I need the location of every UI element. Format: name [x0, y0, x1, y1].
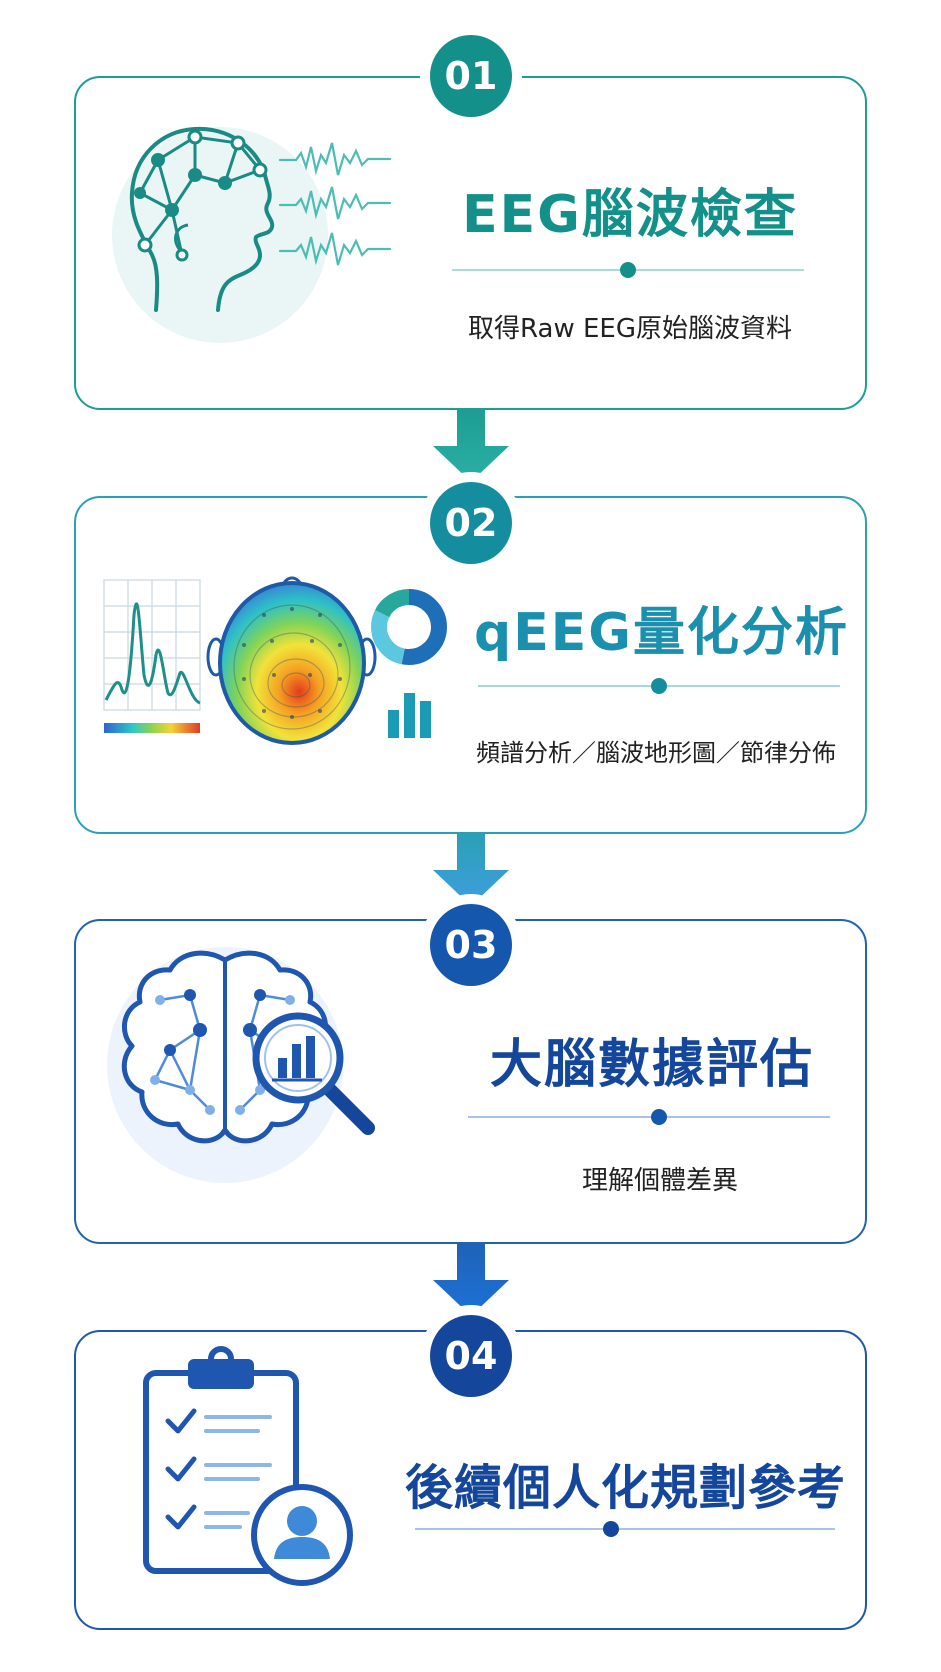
step-number-badge-1: 01 — [430, 35, 512, 117]
step-number-badge-3: 03 — [430, 904, 512, 986]
step-number-badge-4: 04 — [430, 1315, 512, 1397]
divider-dot — [651, 1109, 667, 1125]
arrow-down-icon — [433, 1244, 509, 1316]
step-divider-1 — [452, 262, 804, 278]
step-divider-3 — [468, 1109, 830, 1125]
step-title-3: 大腦數據評估 — [489, 1035, 814, 1095]
step-title-2: qEEG量化分析 — [474, 603, 849, 663]
brain-map-icon — [103, 576, 447, 745]
brain-analysis-icon — [107, 947, 375, 1183]
step-title-1: EEG腦波檢查 — [462, 185, 798, 245]
step-subtitle-3: 理解個體差異 — [581, 1166, 738, 1196]
divider-dot — [620, 262, 636, 278]
divider-dot — [603, 1521, 619, 1537]
arrow-down-icon — [433, 834, 509, 906]
step-subtitle-2: 頻譜分析／腦波地形圖／節律分佈 — [476, 739, 836, 767]
step-divider-2 — [478, 678, 840, 694]
step-number-badge-2: 02 — [430, 482, 512, 564]
arrow-down-icon — [433, 410, 509, 482]
step-title-4: 後續個人化規劃參考 — [405, 1460, 847, 1516]
step-subtitle-1: 取得Raw EEG原始腦波資料 — [468, 314, 792, 344]
clipboard-plan-icon — [143, 1346, 353, 1586]
divider-dot — [651, 678, 667, 694]
eeg-head-icon — [112, 126, 392, 343]
step-divider-4 — [415, 1521, 835, 1537]
